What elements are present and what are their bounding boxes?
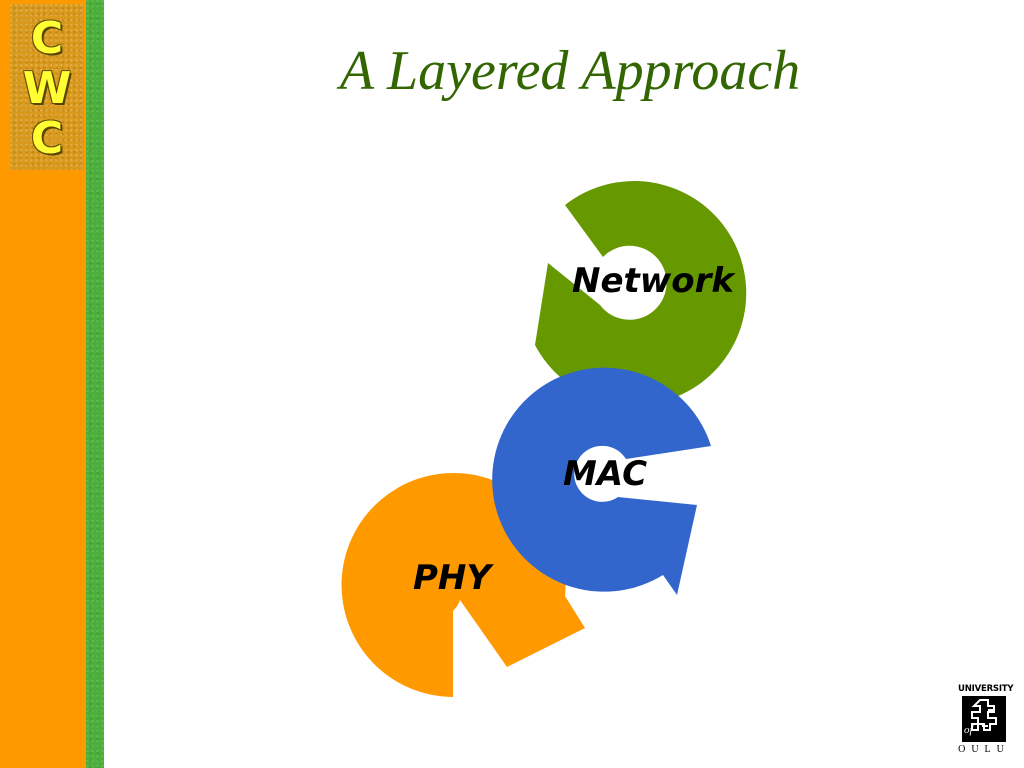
slide-title: A Layered Approach [339,40,801,102]
university-of-oulu-logo: UNIVERSITY of OULU [958,684,1014,758]
phy-layer-label: PHY [413,558,494,598]
mac-layer-label: MAC [563,454,647,494]
sidebar-green-stripe [86,0,104,768]
university-logo-emblem: of [962,696,1006,742]
university-emblem-icon [962,696,1006,742]
network-layer-shape: Network [535,181,747,406]
network-ring-arrow [535,181,747,406]
cwc-logo: C W C [10,4,84,170]
university-logo-of-text: of [964,724,973,736]
network-layer-label: Network [572,261,736,301]
cwc-logo-letter: C [30,13,64,64]
mac-layer-shape: MAC [492,367,711,595]
cwc-logo-letter: C [30,113,64,164]
university-logo-bottom-text: OULU [958,744,1010,755]
mac-ring-arrow [492,367,711,595]
university-logo-top-text: UNIVERSITY [958,684,1014,694]
cwc-logo-letter: W [22,63,72,114]
